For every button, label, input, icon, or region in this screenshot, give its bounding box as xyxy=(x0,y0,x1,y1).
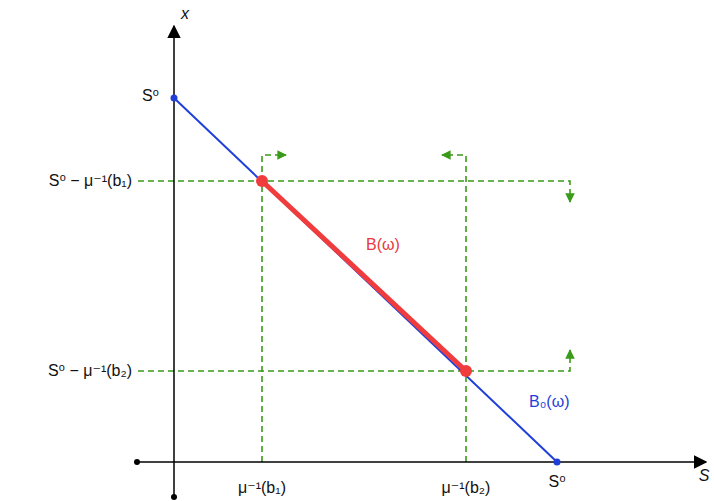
budget-segment-b xyxy=(262,181,466,371)
tick-label: S⁰ − μ⁻¹(b₁) xyxy=(48,172,133,190)
axis-dot xyxy=(171,494,177,500)
tick-label: μ⁻¹(b₁) xyxy=(237,479,287,497)
line-label: B₀(ω) xyxy=(528,393,570,411)
endpoint-dot xyxy=(554,459,561,466)
s-axis xyxy=(137,461,706,463)
budget-line-b0 xyxy=(174,98,557,462)
axis-name: S xyxy=(698,467,711,485)
segment-dot xyxy=(256,175,268,187)
endpoint-dot xyxy=(171,95,178,102)
axis-name: x xyxy=(180,5,190,23)
constraint-lines xyxy=(138,155,570,462)
tick-label: S⁰ − μ⁻¹(b₂) xyxy=(47,362,133,380)
intercept-label: S⁰ xyxy=(547,473,566,491)
axis-dot xyxy=(134,459,140,465)
segment-dot xyxy=(460,365,472,377)
segment-label: B(ω) xyxy=(365,236,401,254)
intercept-label: S⁰ xyxy=(141,87,160,105)
tick-label: μ⁻¹(b₂) xyxy=(441,479,492,497)
